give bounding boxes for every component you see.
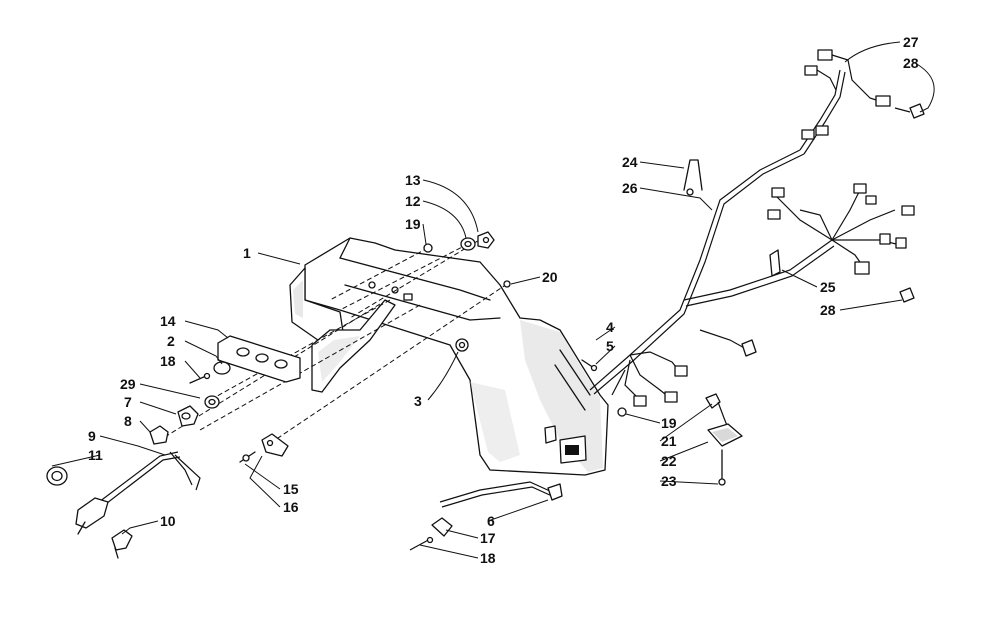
callout-28a: 28 bbox=[903, 55, 919, 71]
left-parts bbox=[46, 335, 301, 559]
callout-15: 15 bbox=[283, 481, 299, 497]
callout-19a: 19 bbox=[405, 216, 421, 232]
callout-24: 24 bbox=[622, 154, 638, 170]
callout-25: 25 bbox=[820, 279, 836, 295]
callout-27: 27 bbox=[903, 34, 919, 50]
callout-21: 21 bbox=[661, 433, 677, 449]
callout-10: 10 bbox=[160, 513, 176, 529]
wiring-harness bbox=[589, 49, 925, 407]
callout-22: 22 bbox=[661, 453, 677, 469]
callout-19b: 19 bbox=[661, 415, 677, 431]
callout-11: 11 bbox=[88, 447, 103, 463]
callout-9: 9 bbox=[88, 428, 96, 444]
callout-7: 7 bbox=[124, 394, 132, 410]
callout-12: 12 bbox=[405, 193, 421, 209]
callout-6: 6 bbox=[487, 513, 495, 529]
top-fasteners bbox=[423, 231, 511, 288]
callout-1: 1 bbox=[243, 245, 251, 261]
regulator-assembly bbox=[705, 393, 743, 486]
callout-26: 26 bbox=[622, 180, 638, 196]
callout-13: 13 bbox=[405, 172, 421, 188]
callout-29: 29 bbox=[120, 376, 136, 392]
callout-18b: 18 bbox=[480, 550, 496, 566]
callout-5: 5 bbox=[606, 338, 614, 354]
callout-17: 17 bbox=[480, 530, 496, 546]
callout-28b: 28 bbox=[820, 302, 836, 318]
callout-8: 8 bbox=[124, 413, 132, 429]
callout-2: 2 bbox=[167, 333, 175, 349]
console-bracket bbox=[289, 237, 609, 476]
callout-18a: 18 bbox=[160, 353, 176, 369]
callout-23: 23 bbox=[661, 473, 677, 489]
callout-14: 14 bbox=[160, 313, 176, 329]
bottom-parts bbox=[409, 359, 627, 551]
callout-3: 3 bbox=[414, 393, 422, 409]
callout-20: 20 bbox=[542, 269, 558, 285]
callout-labels: 1 2 3 4 5 6 7 8 9 10 11 12 13 14 15 16 1… bbox=[88, 34, 919, 566]
callout-16: 16 bbox=[283, 499, 299, 515]
leader-lines bbox=[51, 41, 935, 559]
callout-4: 4 bbox=[606, 319, 614, 335]
